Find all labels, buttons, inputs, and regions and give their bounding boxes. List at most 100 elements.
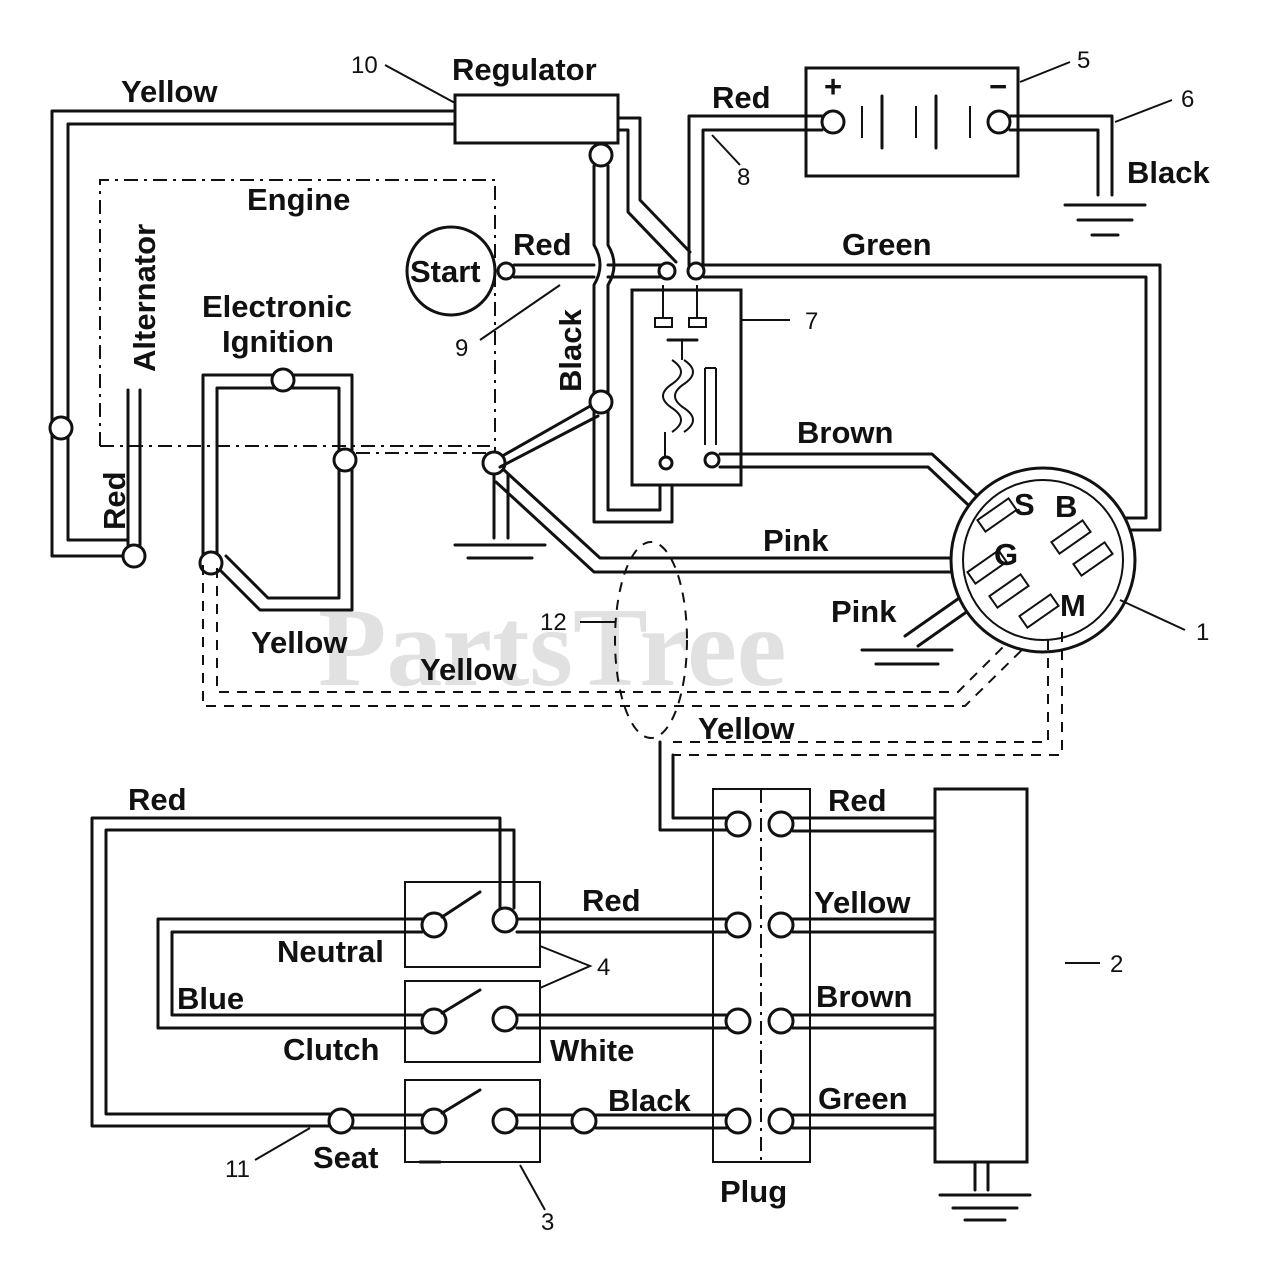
callout-12: 12 xyxy=(540,609,567,636)
module-ground xyxy=(938,1193,1032,1222)
wire-label-yellow-plug: Yellow xyxy=(698,711,795,746)
wire-label-yellow-ignition: Yellow xyxy=(251,625,348,660)
plug-label: Plug xyxy=(720,1174,787,1209)
red-battery-wire xyxy=(687,114,824,267)
solenoid-node-right xyxy=(686,261,706,281)
wire-label-black-battery: Black xyxy=(1127,155,1210,190)
engine-ground xyxy=(453,543,547,560)
solenoid-box xyxy=(630,288,743,487)
seat-label: Seat xyxy=(313,1140,378,1175)
start-label: Start xyxy=(410,254,481,289)
battery-ground xyxy=(1063,203,1147,237)
wire-label-white: White xyxy=(550,1033,634,1068)
wire-label-red-start: Red xyxy=(513,227,572,262)
yellow-wire-top xyxy=(50,109,457,558)
ignition-node-top xyxy=(270,367,296,393)
seat-node xyxy=(327,1107,355,1135)
alternator-node-bottom xyxy=(121,543,147,569)
black-battery-wire xyxy=(1008,114,1114,197)
plug-pins xyxy=(724,810,795,1135)
pink-wire-upper xyxy=(502,468,987,560)
callout-11: 11 xyxy=(225,1156,250,1183)
terminal-m-label: M xyxy=(1060,588,1086,623)
callout-leaders xyxy=(254,61,1186,1211)
battery-plus-label: + xyxy=(824,69,842,104)
battery-negative-terminal xyxy=(986,109,1012,135)
regulator-output-wire xyxy=(616,116,692,254)
watermark: PartsTree xyxy=(318,586,787,710)
terminal-b-label: B xyxy=(1055,489,1077,524)
terminal-s-label: S xyxy=(1014,487,1035,522)
battery-box xyxy=(804,66,1020,178)
callout-9: 9 xyxy=(455,335,468,362)
module-box xyxy=(933,787,1029,1164)
wire-label-yellow-right: Yellow xyxy=(814,885,911,920)
callout-10: 10 xyxy=(351,52,378,79)
callout-4-arrow xyxy=(539,945,593,989)
brown-wire xyxy=(718,452,992,510)
wire-label-red-left: Red xyxy=(128,782,187,817)
green-wire xyxy=(702,263,1162,532)
yellow-plug-wire xyxy=(658,740,730,832)
regulator-label: Regulator xyxy=(452,52,597,87)
battery-positive-terminal xyxy=(820,109,846,135)
harness-ellipse xyxy=(614,541,688,739)
wire-label-yellow-top: Yellow xyxy=(121,74,218,109)
wire-label-green: Green xyxy=(842,227,932,262)
alternator-label: Alternator xyxy=(127,224,162,372)
solenoid-node-bottom xyxy=(658,455,674,471)
callout-1: 1 xyxy=(1196,619,1209,646)
alternator-node-top xyxy=(48,415,74,441)
blue-wire xyxy=(156,917,424,1030)
junction-node xyxy=(481,450,507,476)
starter-node xyxy=(496,261,516,281)
m-terminal-wire xyxy=(673,632,1063,756)
callout-6: 6 xyxy=(1181,86,1194,113)
switch-contacts xyxy=(420,890,519,1135)
wire-label-black-seat: Black xyxy=(608,1083,691,1118)
engine-boundary xyxy=(99,179,496,452)
wire-label-red-plug-right: Red xyxy=(828,783,887,818)
yellow-lower-loop xyxy=(202,565,1033,707)
clutch-label: Clutch xyxy=(283,1032,379,1067)
battery-cells xyxy=(861,94,971,150)
wire-label-yellow-lower: Yellow xyxy=(420,652,517,687)
solenoid-brown-node xyxy=(703,451,721,469)
solenoid-node-left xyxy=(657,261,677,281)
black-seat-wire xyxy=(515,1113,574,1130)
wire-label-brown-right: Brown xyxy=(816,979,912,1014)
callout-5: 5 xyxy=(1077,47,1090,74)
wire-label-blue: Blue xyxy=(177,981,244,1016)
wire-label-brown-top: Brown xyxy=(797,415,893,450)
black-wire-vertical xyxy=(592,164,674,524)
red-neutral-wire xyxy=(515,917,728,934)
wire-label-red-neutral: Red xyxy=(582,883,641,918)
callout-3: 3 xyxy=(541,1209,554,1236)
regulator-box xyxy=(453,93,620,145)
engine-label: Engine xyxy=(247,182,350,217)
starter-motor xyxy=(405,225,497,317)
electronic-ignition-label-1: Electronic xyxy=(202,289,352,324)
regulator-node xyxy=(588,142,614,168)
terminal-g-label: G xyxy=(994,537,1018,572)
callout-7: 7 xyxy=(805,308,818,335)
black-seat-node xyxy=(570,1107,598,1135)
callout-2: 2 xyxy=(1110,951,1123,978)
callout-8: 8 xyxy=(737,164,750,191)
solenoid-internals xyxy=(654,285,717,458)
wire-label-pink-upper: Pink xyxy=(763,523,829,558)
wire-label-green-right: Green xyxy=(818,1081,908,1116)
wire-label-black-vertical: Black xyxy=(553,309,588,392)
callout-4: 4 xyxy=(597,954,610,981)
ignition-node-right xyxy=(332,447,358,473)
key-switch xyxy=(949,466,1137,654)
electronic-ignition-label-2: Ignition xyxy=(222,324,334,359)
plug-right-wires xyxy=(791,816,937,1130)
wire-label-red-battery: Red xyxy=(712,80,771,115)
wire-label-pink-lower: Pink xyxy=(831,594,897,629)
white-wire xyxy=(515,1013,728,1030)
black-wire-node xyxy=(588,389,614,415)
battery-minus-label: − xyxy=(989,69,1007,104)
ignition-loop xyxy=(201,373,354,612)
